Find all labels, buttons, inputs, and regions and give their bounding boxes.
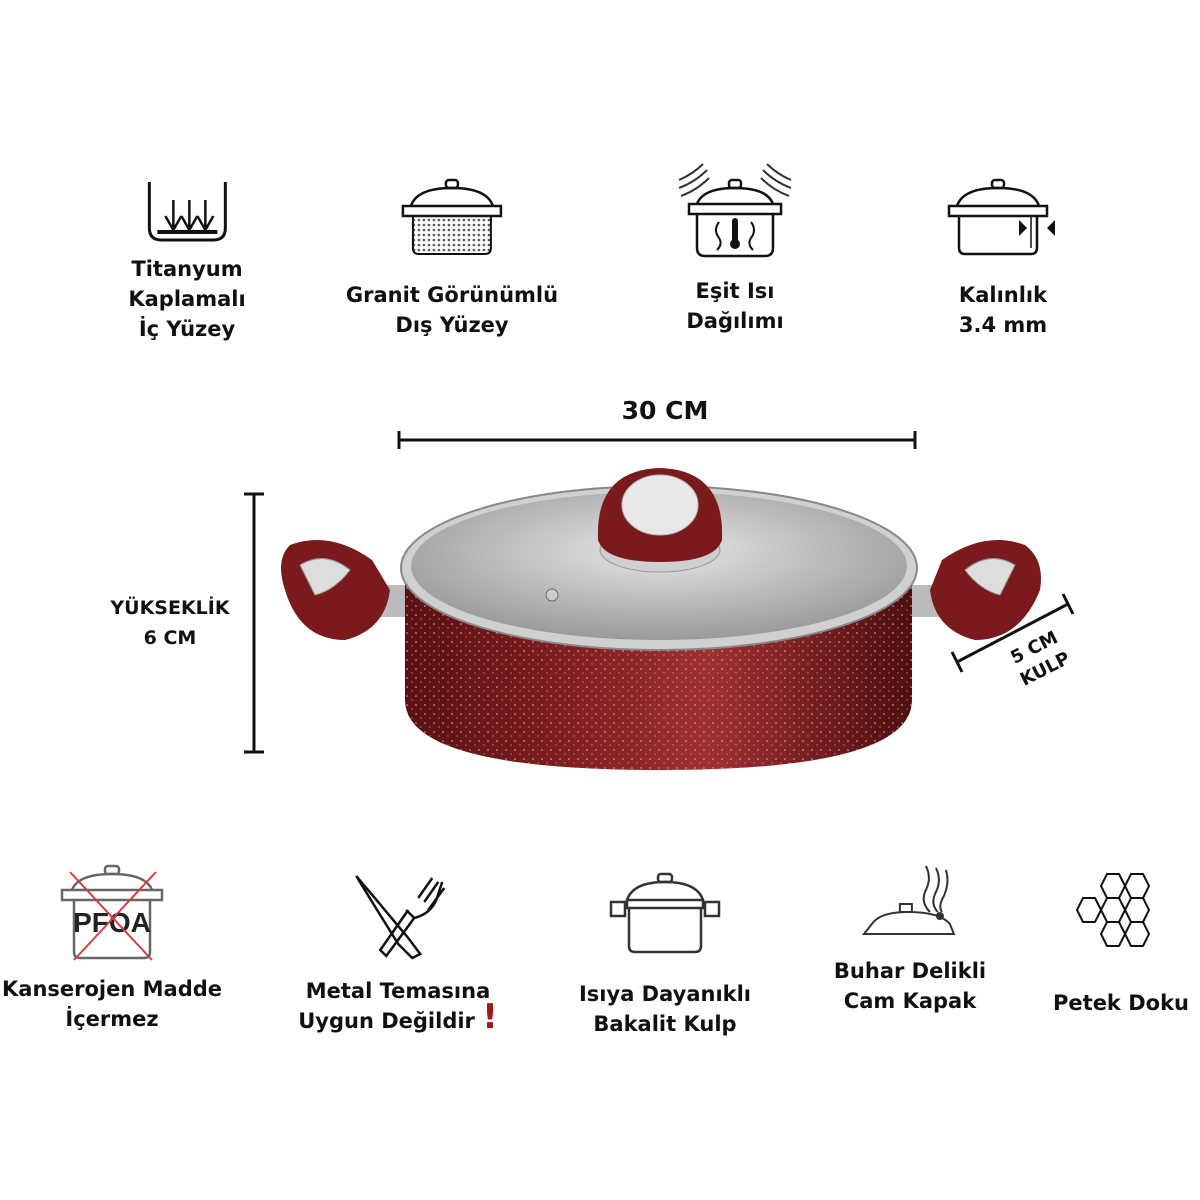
warning-icon: !: [482, 997, 498, 1037]
feature-label: Petek Doku: [1053, 991, 1189, 1015]
thickness-icon: [947, 178, 1055, 256]
left-handle: [281, 540, 410, 640]
pfoa-text: PFOA: [73, 907, 151, 938]
honeycomb-icon: [1075, 873, 1151, 947]
feature-label: Metal Temasına Uygun Değildir !: [298, 979, 498, 1037]
pfoa-free-icon: PFOA: [60, 864, 164, 961]
steam-lid-icon: [861, 865, 956, 935]
right-handle: [905, 540, 1041, 640]
pot-handles-icon: [609, 872, 721, 954]
knife-fork-icon: [354, 875, 446, 960]
even-heat-icon: [678, 163, 792, 258]
width-dimension-label: 30 CM: [621, 396, 709, 425]
titanium-coating-icon: [147, 182, 227, 242]
feature-honeycomb: Petek Doku: [1053, 870, 1189, 1018]
pot-product-image: [281, 468, 1041, 770]
feature-no-metal: Metal Temasına Uygun Değildir !: [298, 872, 498, 1036]
granite-pot-icon: [401, 178, 503, 255]
